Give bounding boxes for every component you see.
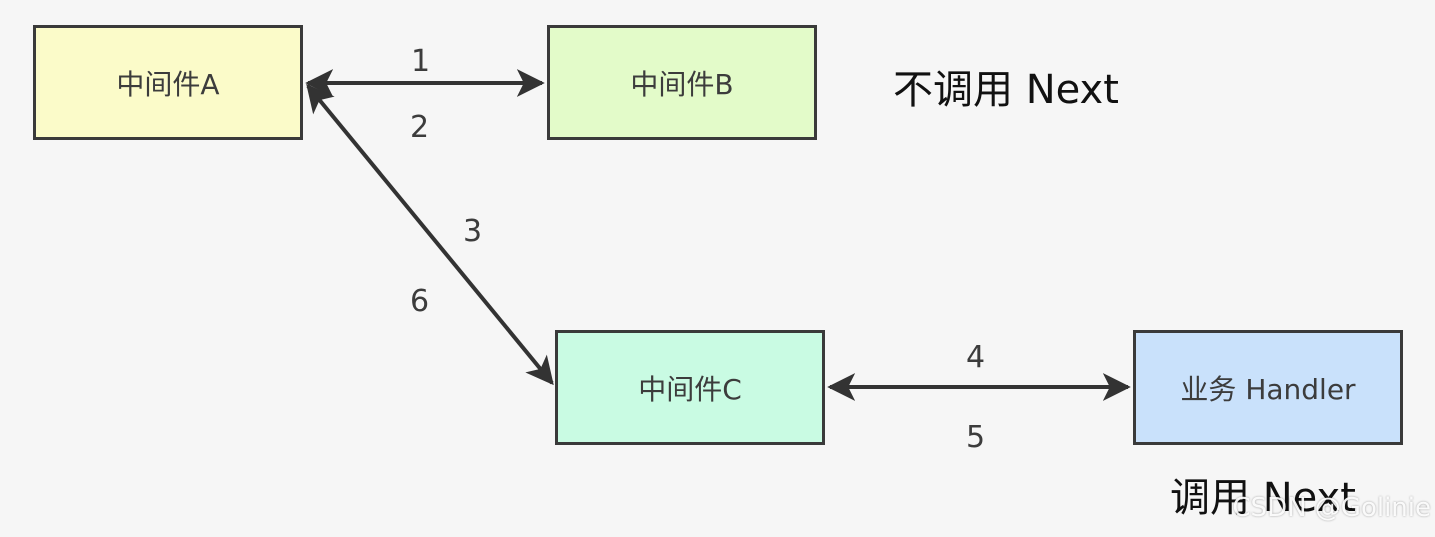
node-middleware-c-label: 中间件C: [638, 372, 742, 406]
note-no-next: 不调用 Next: [893, 67, 1119, 113]
step-label-3: 3: [463, 214, 483, 249]
step-label-4: 4: [966, 340, 986, 375]
step-label-2: 2: [410, 110, 430, 145]
node-middleware-a: 中间件A: [33, 25, 303, 140]
node-business-handler: 业务 Handler: [1133, 330, 1403, 445]
node-middleware-a-label: 中间件A: [116, 67, 220, 101]
step-label-1: 1: [411, 44, 431, 79]
node-business-handler-label: 业务 Handler: [1180, 372, 1356, 406]
node-middleware-b: 中间件B: [547, 25, 817, 140]
edge-a-c: [306, 83, 554, 386]
step-label-6: 6: [410, 284, 430, 319]
node-middleware-c: 中间件C: [555, 330, 825, 445]
watermark: CSDN @Golinie: [1232, 493, 1431, 523]
note-call-next: 调用 Next: [1170, 475, 1356, 521]
step-label-5: 5: [966, 420, 986, 455]
node-middleware-b-label: 中间件B: [630, 67, 734, 101]
